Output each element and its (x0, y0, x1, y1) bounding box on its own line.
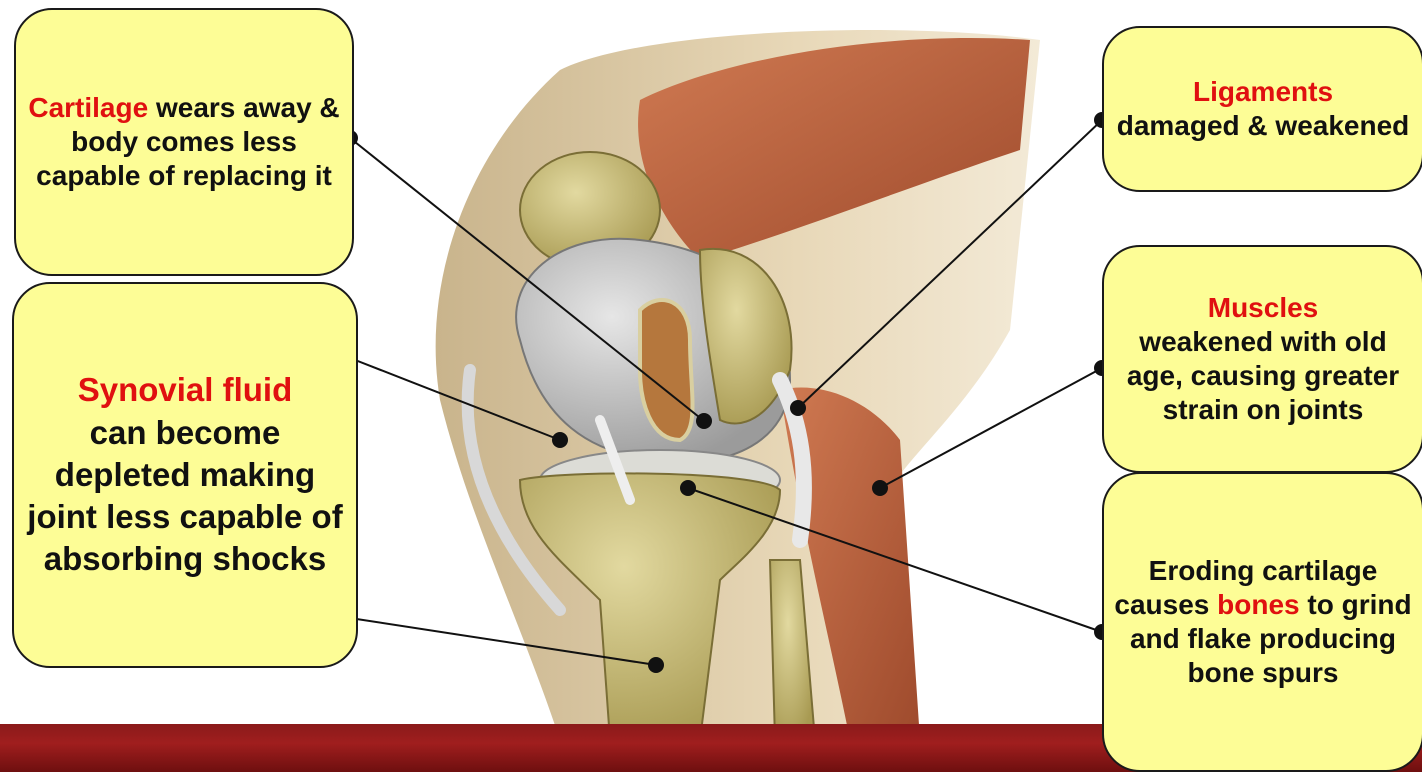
callout-ligaments-highlight: Ligaments (1117, 75, 1410, 109)
leader-dot (680, 480, 696, 496)
callout-muscles-highlight: Muscles (1114, 291, 1412, 325)
leader-dot (790, 400, 806, 416)
leader-dot (872, 480, 888, 496)
callout-synovial-highlight: Synovial fluid (24, 369, 346, 411)
callout-muscles: Muscles weakened with old age, causing g… (1102, 245, 1422, 473)
callout-bones: Eroding cartilage causes bones to grind … (1102, 472, 1422, 772)
callout-cartilage: Cartilage wears away & body comes less c… (14, 8, 354, 276)
callout-bones-highlight: bones (1217, 589, 1299, 620)
callout-muscles-text: weakened with old age, causing greater s… (1114, 325, 1412, 427)
cartilage-wear (640, 300, 693, 440)
callout-ligaments-text: damaged & weakened (1117, 109, 1410, 143)
leader-dot (696, 413, 712, 429)
leader-dot (648, 657, 664, 673)
leader-dot (552, 432, 568, 448)
callout-ligaments: Ligaments damaged & weakened (1102, 26, 1422, 192)
callout-synovial-text: can become depleted making joint less ca… (24, 412, 346, 581)
callout-synovial-fluid: Synovial fluid can become depleted makin… (12, 282, 358, 668)
callout-cartilage-highlight: Cartilage (28, 92, 148, 123)
